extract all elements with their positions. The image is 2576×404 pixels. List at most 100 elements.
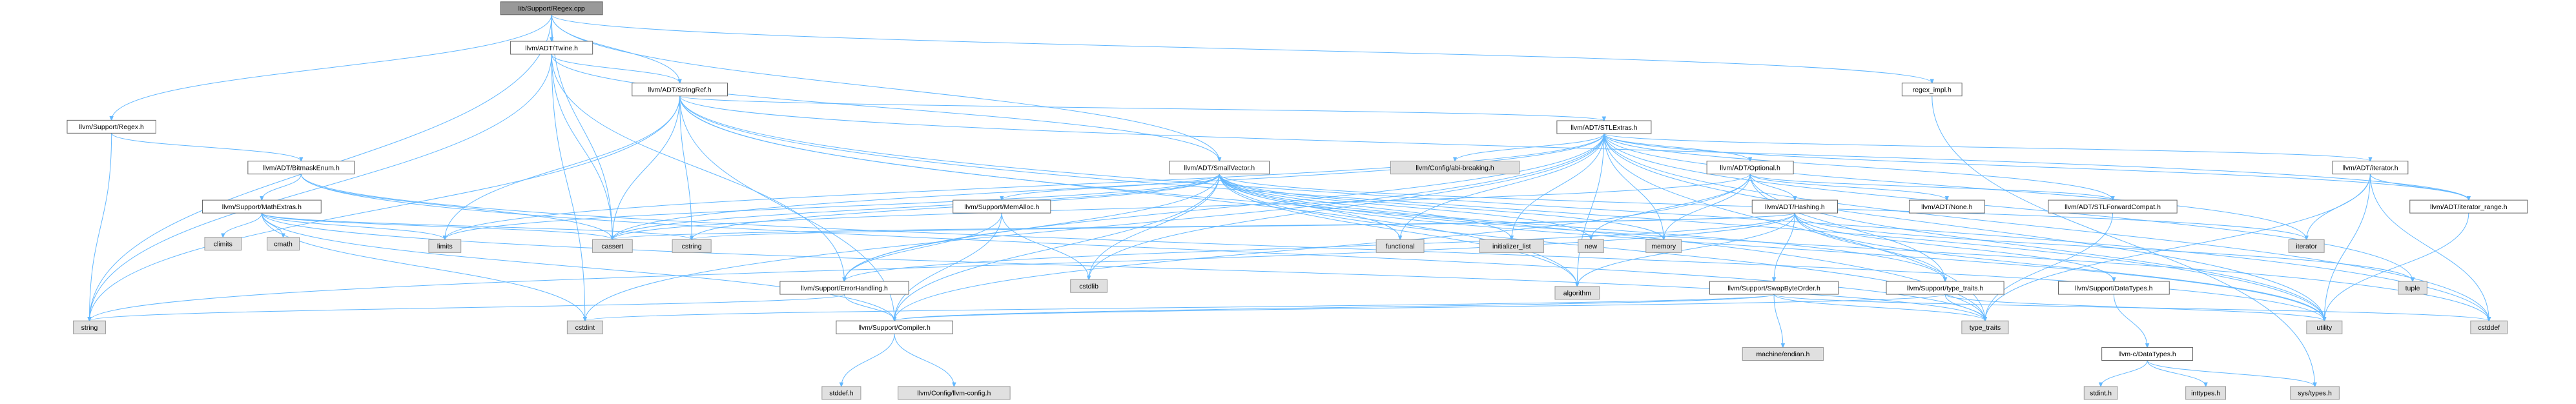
node-label: regex_impl.h — [1913, 86, 1952, 94]
node-twine[interactable]: llvm/ADT/Twine.h — [510, 41, 593, 55]
edge-c_datatypes-to-sys_types — [2147, 360, 2314, 386]
edge-mathextras-to-compiler — [261, 213, 894, 321]
node-label: initializer_list — [1492, 243, 1531, 250]
edge-optional-to-type_traits_h — [1749, 174, 1945, 281]
edge-swapbyteorder-to-compiler — [894, 294, 1775, 321]
node-type_traits: type_traits — [1961, 320, 2009, 334]
node-box — [1169, 161, 1270, 175]
node-swapbyteorder[interactable]: llvm/Support/SwapByteOrder.h — [1709, 281, 1839, 295]
edge-mathextras-to-cstring — [261, 212, 692, 239]
edge-smallvector-to-type_traits_h — [1219, 174, 1945, 281]
node-box — [428, 239, 462, 253]
edge-regex_h-to-bitmaskenum — [111, 133, 302, 161]
edge-twine-to-cstdint — [551, 54, 585, 321]
edge-smallvector-to-memalloc — [1002, 174, 1220, 200]
edge-optional-to-cassert — [612, 174, 1751, 240]
edge-datatypes_h-to-c_datatypes — [2113, 294, 2147, 347]
node-box — [953, 199, 1051, 214]
node-mathextras[interactable]: llvm/Support/MathExtras.h — [201, 199, 322, 214]
node-label: llvm/ADT/Twine.h — [525, 45, 578, 52]
node-root[interactable]: lib/Support/Regex.cpp — [500, 1, 603, 15]
node-label: llvm/Support/ErrorHandling.h — [801, 285, 888, 292]
node-cstddef: cstddef — [2470, 320, 2508, 334]
edge-mathextras-to-limits — [261, 212, 444, 239]
node-c_datatypes[interactable]: llvm-c/DataTypes.h — [2101, 347, 2194, 361]
edge-smallvector-to-limits — [445, 174, 1220, 240]
node-label: inttypes.h — [2191, 390, 2220, 398]
node-box — [2288, 239, 2325, 253]
node-box — [592, 239, 633, 253]
node-box — [2058, 281, 2170, 295]
node-compiler[interactable]: llvm/Support/Compiler.h — [836, 320, 953, 334]
edge-smallvector-to-compiler — [894, 174, 1220, 321]
node-optional[interactable]: llvm/ADT/Optional.h — [1706, 161, 1794, 175]
node-iterator_range[interactable]: llvm/ADT/iterator_range.h — [2409, 199, 2528, 214]
node-box — [779, 281, 909, 295]
edge-root-to-regex_impl — [551, 14, 1932, 83]
node-label: tuple — [2406, 285, 2420, 292]
node-type_traits_h[interactable]: llvm/Support/type_traits.h — [1886, 281, 2004, 295]
node-box — [204, 237, 242, 251]
edge-hashing-to-type_traits_h — [1794, 213, 1945, 281]
edge-stlextras-to-cstdlib — [1089, 134, 1605, 279]
node-box — [2048, 199, 2178, 214]
node-label: llvm/Support/Compiler.h — [858, 324, 931, 332]
node-memory: memory — [1645, 239, 1682, 253]
node-regex_h[interactable]: llvm/Support/Regex.h — [67, 119, 156, 134]
edge-compiler-to-llvm_config — [894, 334, 954, 387]
node-label: llvm/Support/Regex.h — [79, 123, 144, 131]
node-label: climits — [214, 241, 232, 248]
node-cstring: cstring — [672, 239, 712, 253]
node-label: machine/endian.h — [1756, 350, 1809, 358]
edge-stringref-to-cstring — [679, 96, 692, 240]
node-label: cstddef — [2478, 324, 2500, 332]
node-stringref[interactable]: llvm/ADT/StringRef.h — [632, 83, 728, 97]
edge-stlextras-to-cstddef — [1603, 134, 2489, 321]
node-datatypes_h[interactable]: llvm/Support/DataTypes.h — [2058, 281, 2170, 295]
node-label: type_traits — [1970, 324, 2001, 332]
node-smallvector[interactable]: llvm/ADT/SmallVector.h — [1169, 161, 1270, 175]
node-label: memory — [1651, 243, 1676, 250]
node-box — [898, 386, 1011, 400]
node-hashing[interactable]: llvm/ADT/Hashing.h — [1751, 199, 1838, 214]
node-climits: climits — [204, 237, 242, 251]
node-stlextras[interactable]: llvm/ADT/STLExtras.h — [1556, 120, 1652, 134]
node-memalloc[interactable]: llvm/Support/MemAlloc.h — [953, 199, 1051, 214]
edge-bitmaskenum-to-type_traits — [300, 174, 1985, 321]
node-label: llvm/Support/type_traits.h — [1907, 285, 1984, 292]
edge-smallvector-to-initializer_list — [1219, 174, 1511, 240]
edge-memalloc-to-cstdlib — [1001, 213, 1089, 279]
node-cassert: cassert — [592, 239, 633, 253]
node-stlfwd[interactable]: llvm/ADT/STLForwardCompat.h — [2048, 199, 2178, 214]
node-box — [247, 161, 355, 175]
node-bitmaskenum[interactable]: llvm/ADT/BitmaskEnum.h — [247, 161, 355, 175]
node-box — [1556, 120, 1652, 134]
node-label: new — [1585, 243, 1598, 250]
edge-smallvector-to-algorithm — [1219, 174, 1577, 287]
node-box — [267, 237, 300, 251]
edge-bitmaskenum-to-mathextras — [262, 174, 302, 200]
node-errorhandling[interactable]: llvm/Support/ErrorHandling.h — [779, 281, 909, 295]
node-label: cstdint — [575, 324, 595, 332]
node-none[interactable]: llvm/ADT/None.h — [1908, 199, 1985, 214]
node-box — [2470, 320, 2508, 334]
node-box — [1709, 281, 1839, 295]
node-label: llvm/ADT/STLForwardCompat.h — [2065, 203, 2161, 211]
node-box — [67, 119, 156, 134]
node-iterator_h[interactable]: llvm/ADT/iterator.h — [2332, 161, 2409, 175]
node-regex_impl[interactable]: regex_impl.h — [1901, 83, 1963, 97]
edge-stlextras-to-stlfwd — [1603, 133, 2113, 200]
edge-c_datatypes-to-stdint — [2101, 360, 2148, 386]
edge-hashing-to-swapbyteorder — [1774, 213, 1795, 281]
node-box — [1479, 239, 1545, 253]
node-initializer_list: initializer_list — [1479, 239, 1545, 253]
edge-stlextras-to-abibreaking — [1455, 133, 1605, 161]
edge-optional-to-compiler — [894, 174, 1751, 321]
edge-optional-to-hashing — [1749, 174, 1795, 200]
node-cmath: cmath — [267, 237, 300, 251]
node-box — [1390, 161, 1520, 175]
edge-stlextras-to-limits — [445, 134, 1605, 239]
edge-stringref-to-utility — [679, 96, 2325, 321]
node-label: llvm/ADT/BitmaskEnum.h — [263, 164, 340, 172]
